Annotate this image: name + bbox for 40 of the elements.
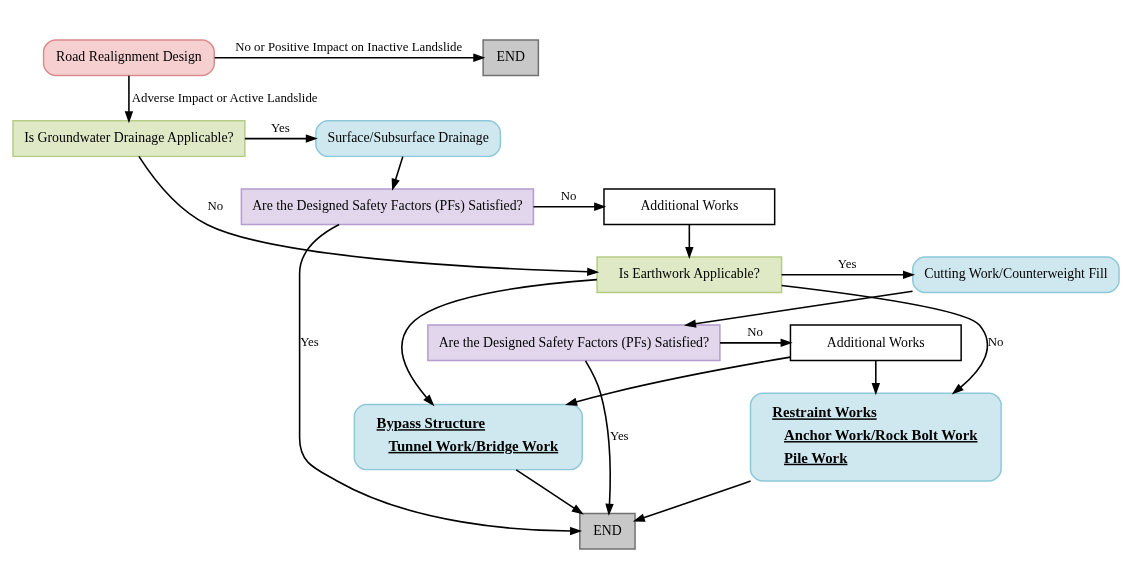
node-box: Is Earthwork Applicable? xyxy=(596,255,783,293)
arrow xyxy=(685,223,694,259)
edge-label: Adverse Impact or Active Landslide xyxy=(131,90,318,105)
node-box: Is Groundwater Drainage Applicable? xyxy=(12,119,246,157)
edge-label: Yes xyxy=(837,256,857,271)
node-box: Restraint Works Anchor Work/Rock Bolt Work Pile Work xyxy=(749,391,1002,482)
arrow xyxy=(532,201,607,211)
arrow xyxy=(871,359,881,395)
node-box: Additional Works xyxy=(603,187,776,225)
arrow xyxy=(780,270,916,279)
arrow xyxy=(565,355,792,406)
arrow xyxy=(124,74,134,123)
node-box: Road Realignment Design xyxy=(42,38,215,76)
node-box: END xyxy=(482,38,540,76)
edge-label: No or Positive Impact on Inactive Landslide xyxy=(235,39,463,54)
arrow xyxy=(244,133,318,143)
arrow xyxy=(584,359,614,516)
node-box: Are the Designed Safety Factors (PFs) Satisfied? xyxy=(427,323,721,361)
edge-label: Yes xyxy=(609,428,629,443)
arrow xyxy=(719,338,793,347)
node-box: Bypass Structure Tunnel Work/Bridge Work xyxy=(353,403,583,470)
node-box: Surface/Subsurface Drainage xyxy=(315,119,502,157)
node-box: END xyxy=(579,512,636,550)
arrow xyxy=(391,155,404,191)
node-box: Additional Works xyxy=(789,323,962,361)
arrow xyxy=(138,155,600,276)
arrow xyxy=(780,284,989,394)
edge-label: No xyxy=(207,198,224,213)
arrow xyxy=(683,289,914,328)
node-box: Are the Designed Safety Factors (PFs) Satisfied? xyxy=(240,187,535,225)
edge-label: Yes xyxy=(300,334,319,349)
arrow xyxy=(632,479,752,522)
edge-label: No xyxy=(987,334,1004,349)
node-box: Cutting Work/Counterweight Fill xyxy=(912,255,1120,293)
edge-label: No xyxy=(747,324,764,339)
edge-label: Yes xyxy=(271,120,290,135)
arrow xyxy=(213,53,486,62)
arrow xyxy=(515,468,584,515)
arrow xyxy=(401,278,598,406)
edge-label: No xyxy=(560,188,577,203)
